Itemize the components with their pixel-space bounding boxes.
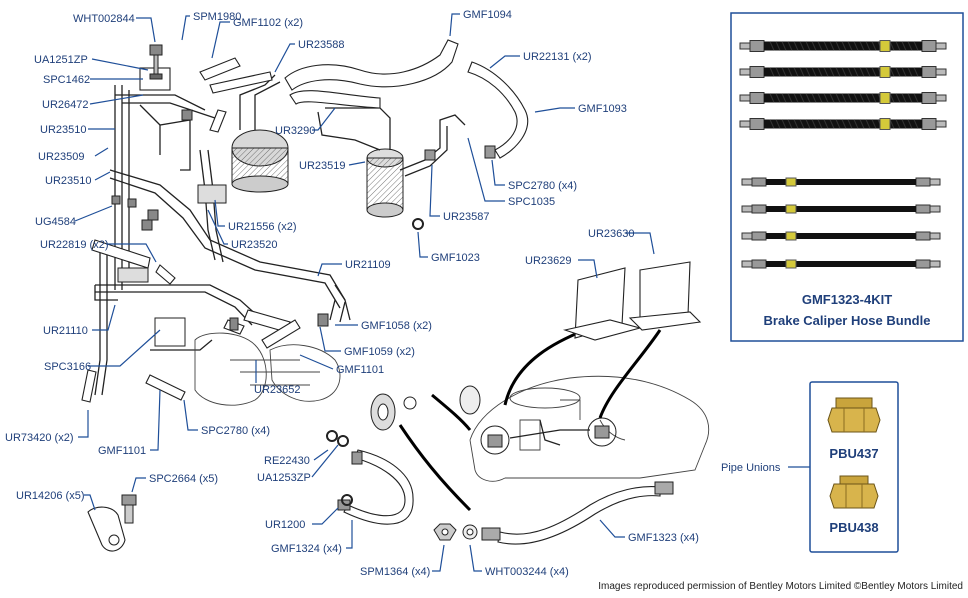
label-gmf1101-a: GMF1101 xyxy=(336,364,384,376)
part-labels: WHT002844 SPM1980 GMF1102 (x2) UR23588 G… xyxy=(5,9,699,578)
label-ur23510-a: UR23510 xyxy=(40,124,86,136)
brake-plumbing-drawing xyxy=(81,39,529,552)
hose-kit-panel: GMF1323-4KIT Brake Caliper Hose Bundle xyxy=(730,12,964,342)
car-drawing xyxy=(326,261,710,545)
label-ur23630: UR23630 xyxy=(588,228,634,240)
kit-hose-illustrations xyxy=(739,40,947,269)
label-ur23519: UR23519 xyxy=(299,160,345,172)
kit-hose-icon xyxy=(739,40,947,52)
label-ur23652: UR23652 xyxy=(254,384,300,396)
union-pbu437-icon xyxy=(827,397,881,433)
label-wht003244: WHT003244 (x4) xyxy=(485,566,569,578)
label-ur23588: UR23588 xyxy=(298,39,344,51)
pipe-unions-panel: Pipe Unions PBU437 PBU438 xyxy=(721,381,899,553)
label-gmf1323: GMF1323 (x4) xyxy=(628,532,699,544)
label-spc2780-b: SPC2780 (x4) xyxy=(201,425,270,437)
label-spc2664: SPC2664 (x5) xyxy=(149,473,218,485)
label-ur23509: UR23509 xyxy=(38,151,84,163)
label-spc1035: SPC1035 xyxy=(508,196,555,208)
label-ur21109: UR21109 xyxy=(345,259,391,271)
label-gmf1058: GMF1058 (x2) xyxy=(361,320,432,332)
leader-lines xyxy=(74,13,810,572)
label-gmf1023: GMF1023 xyxy=(431,252,480,264)
label-ur23510-b: UR23510 xyxy=(45,175,91,187)
kit-hose-icon xyxy=(741,204,941,214)
label-spm1980: SPM1980 xyxy=(193,11,241,23)
union-part-2: PBU438 xyxy=(829,520,878,535)
label-ur23629: UR23629 xyxy=(525,255,571,267)
union-part-1: PBU437 xyxy=(829,446,878,461)
label-re22430: RE22430 xyxy=(264,455,310,467)
kit-hose-icon xyxy=(741,259,941,269)
kit-name: Brake Caliper Hose Bundle xyxy=(764,313,931,328)
label-gmf1093: GMF1093 xyxy=(578,103,627,115)
kit-hose-icon xyxy=(739,118,947,130)
label-ur1200: UR1200 xyxy=(265,519,305,531)
label-spm1364: SPM1364 (x4) xyxy=(360,566,430,578)
label-gmf1101-b: GMF1101 xyxy=(98,445,146,457)
label-gmf1324: GMF1324 (x4) xyxy=(271,543,342,555)
label-ur21556: UR21556 (x2) xyxy=(228,221,296,233)
kit-part-number: GMF1323-4KIT xyxy=(802,292,892,307)
label-ua1251zp: UA1251ZP xyxy=(34,54,88,66)
label-ur23520: UR23520 xyxy=(231,239,277,251)
label-spc2780-a: SPC2780 (x4) xyxy=(508,180,577,192)
label-ur21110: UR21110 xyxy=(43,325,88,337)
kit-hose-icon xyxy=(739,66,947,78)
label-ug4584: UG4584 xyxy=(35,216,76,228)
label-gmf1102: GMF1102 (x2) xyxy=(233,17,303,29)
label-ur22131: UR22131 (x2) xyxy=(523,51,591,63)
kit-hose-icon xyxy=(741,231,941,241)
label-ur14206: UR14206 (x5) xyxy=(16,490,84,502)
label-ur23587: UR23587 xyxy=(443,211,489,223)
unions-heading: Pipe Unions xyxy=(721,462,781,474)
label-wht002844: WHT002844 xyxy=(73,13,135,25)
label-ua1253zp: UA1253ZP xyxy=(257,472,311,484)
label-gmf1094: GMF1094 xyxy=(463,9,512,21)
copyright-credit: Images reproduced permission of Bentley … xyxy=(598,581,963,592)
label-ur3290: UR3290 xyxy=(275,125,315,137)
kit-hose-icon xyxy=(739,92,947,104)
kit-hose-icon xyxy=(741,177,941,187)
label-spc3166: SPC3166 xyxy=(44,361,91,373)
label-gmf1059: GMF1059 (x2) xyxy=(344,346,415,358)
union-pbu438-icon xyxy=(829,475,879,509)
label-ur26472: UR26472 xyxy=(42,99,88,111)
label-ur22819: UR22819 (x2) xyxy=(40,239,108,251)
label-spc1462: SPC1462 xyxy=(43,74,90,86)
label-ur73420: UR73420 (x2) xyxy=(5,432,73,444)
